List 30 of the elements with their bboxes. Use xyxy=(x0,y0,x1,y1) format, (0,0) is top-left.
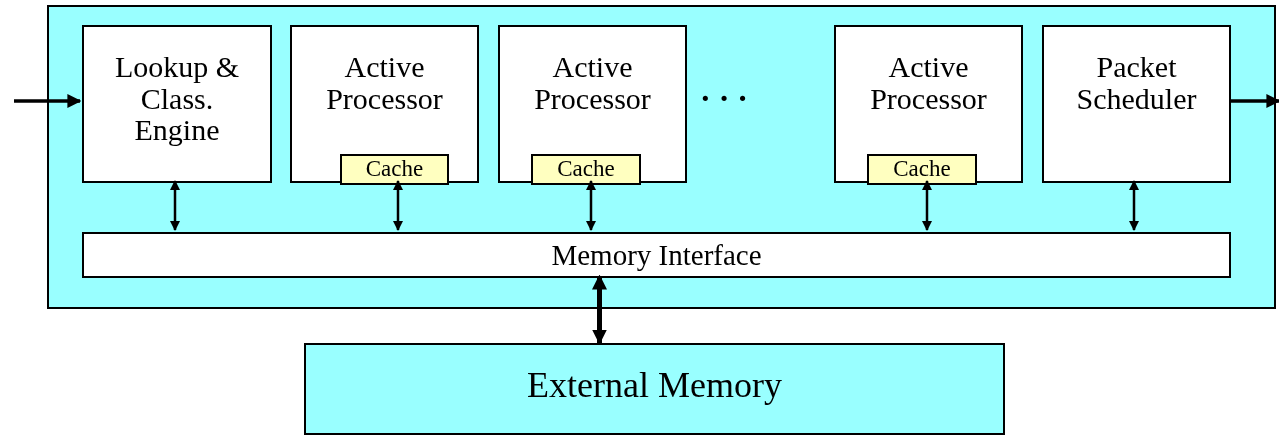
node-label: Active Processor xyxy=(325,51,444,114)
cache-box xyxy=(867,154,977,185)
node-label: Cache xyxy=(557,157,615,182)
arrow xyxy=(14,94,82,108)
node-label: Lookup & Class. Engine xyxy=(113,51,241,146)
node-label: Packet Scheduler xyxy=(1075,51,1198,114)
cache-box xyxy=(340,154,449,185)
node-label: External Memory xyxy=(527,367,782,405)
module-box xyxy=(290,25,479,183)
arrow xyxy=(922,180,932,231)
node-label: Cache xyxy=(365,157,424,182)
cache-box xyxy=(531,154,641,185)
arrow xyxy=(1229,94,1279,108)
system-panel xyxy=(47,5,1276,309)
memory-interface-box xyxy=(82,232,1231,278)
node-label: Active Processor xyxy=(869,51,988,114)
arrow xyxy=(586,180,596,231)
node-label: Cache xyxy=(893,157,951,182)
arrow xyxy=(170,180,180,231)
ellipsis-label: · · · xyxy=(700,80,748,117)
module-box xyxy=(82,25,272,183)
memory-box xyxy=(304,343,1005,435)
arrow xyxy=(1129,180,1139,231)
arrow xyxy=(393,180,403,231)
module-box xyxy=(834,25,1023,183)
arrow xyxy=(592,274,607,345)
node-label: Memory Interface xyxy=(551,239,762,271)
module-box xyxy=(1042,25,1231,183)
module-box xyxy=(498,25,687,183)
node-label: Active Processor xyxy=(533,51,652,114)
